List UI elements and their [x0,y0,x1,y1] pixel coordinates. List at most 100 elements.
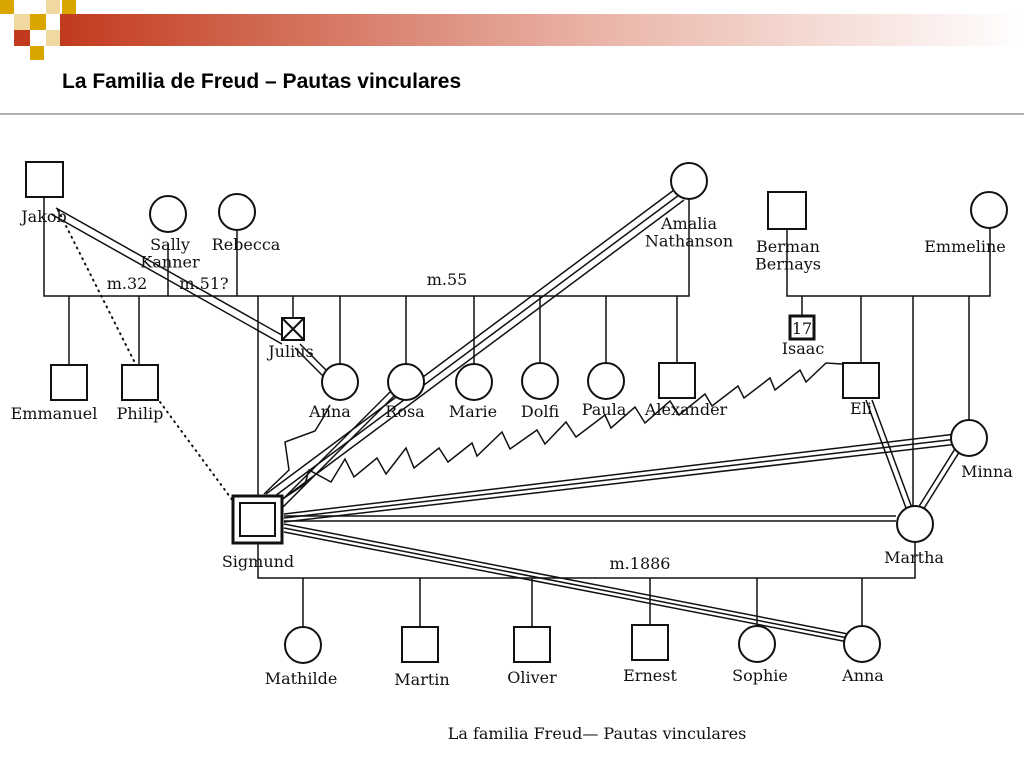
logo-square-1 [0,0,14,14]
marriage-line-bernays [786,228,991,297]
label-paula: Paula [582,400,627,419]
label-marie: Marie [449,402,497,421]
isaac-age-mark: 17 [792,319,812,338]
label-m1886: m.1886 [610,554,671,573]
conflict-line-sigmund-eli [280,362,843,501]
label-isaac: Isaac [782,339,825,358]
male-deceased-symbol-isaac: 17 [788,314,816,341]
very-close-line-sigmund-amalia-c [275,199,685,505]
very-close-line-sigmund-minna-b [283,438,958,519]
female-symbol-anna-daughter [843,625,881,663]
close-line-sigmund-rosa-b [279,393,397,511]
label-mathilde: Mathilde [265,669,338,688]
conflict-lines [263,362,843,501]
label-anna-daughter: Anna [841,666,884,685]
person-symbols [25,161,1008,664]
close-line-jakob-julius-a [55,207,288,339]
distant-line-philip-sigmund [159,401,237,506]
female-symbol-paula [587,362,625,400]
conflict-line-sigmund-anna [263,404,331,495]
slide-title: La Familia de Freud – Pautas vinculares [62,70,462,93]
close-line-jakob-julius-b [50,213,283,345]
close-line-julius-anna-a [299,343,329,373]
very-close-line-sigmund-minna-c [283,443,959,523]
female-symbol-rebecca [218,193,256,231]
close-line-sigmund-rosa-a [275,389,393,507]
very-close-line-sigmund-amalia-b [270,194,680,500]
slide-header-decoration [0,0,1024,60]
female-symbol-sophie [738,625,776,663]
male-symbol-jakob [25,161,64,198]
index-person-symbol-sigmund [231,494,284,545]
label-anna-sister: Anna [308,402,351,421]
logo-square-7 [30,46,44,60]
label-minna: Minna [961,462,1013,481]
very-close-line-martha-minna-b [922,445,964,511]
label-ernest: Ernest [623,666,677,685]
label-sigmund: Sigmund [222,552,294,571]
male-symbol-ernest [631,624,669,661]
label-m51: m.51? [179,274,228,293]
label-alexander: Alexander [644,400,728,419]
marriage-line-jakob-amalia [43,198,690,297]
female-symbol-dolfi [521,362,559,400]
female-symbol-marie [455,363,493,401]
female-symbol-mathilde [284,626,322,664]
male-symbol-eli [842,362,880,399]
logo-square-8 [46,30,60,46]
male-symbol-oliver [513,626,551,663]
distant-line-jakob-philip [57,209,136,364]
label-martha: Martha [884,548,944,567]
female-symbol-martha [896,505,934,543]
distant-lines [57,209,237,506]
male-symbol-emmanuel [50,364,88,401]
label-sophie: Sophie [732,666,788,685]
label-rosa: Rosa [385,402,425,421]
logo-square-2 [14,14,30,30]
very-close-line-eli-martha-a [865,399,907,509]
diagram-caption: La familia Freud— Pautas vinculares [448,724,747,743]
label-dolfi: Dolfi [521,402,560,421]
female-symbol-rosa [387,363,425,401]
logo-square-4 [46,0,60,14]
label-emmanuel: Emmanuel [11,404,98,423]
logo-square-6 [14,30,30,46]
very-close-line-sigmund-minna-a [283,433,957,515]
very-close-line-sigmund-anna-c [283,531,849,643]
logo-square-3 [30,14,46,30]
very-close-line-martha-minna-a [917,443,959,509]
label-rebecca: Rebecca [212,235,281,254]
label-oliver: Oliver [507,668,557,687]
female-symbol-emmeline [970,191,1008,229]
very-close-line-sigmund-amalia-a [265,189,675,495]
label-emmeline: Emmeline [924,237,1006,256]
male-symbol-alexander [658,362,696,399]
female-symbol-minna [950,419,988,457]
label-julius: Julius [266,342,313,361]
label-eli: Eli [850,399,872,418]
logo-square-5 [62,0,76,14]
male-symbol-berman [767,191,807,230]
male-symbol-martin [401,626,439,663]
female-symbol-amalia [670,162,708,200]
header-band [60,14,1024,46]
very-close-line-sigmund-anna-a [283,523,849,635]
relationship-lines [50,189,964,643]
very-close-line-sigmund-anna-b [283,527,849,639]
label-m32: m.32 [107,274,148,293]
label-m55: m.55 [427,270,468,289]
close-line-julius-anna-b [294,347,324,377]
very-close-line-eli-martha-b [871,399,913,509]
male-symbol-philip [121,364,159,401]
label-jakob: Jakob [19,207,67,226]
male-deceased-symbol-julius [281,317,305,341]
marriage-line-sigmund-martha [257,540,916,579]
label-philip: Philip [117,404,164,423]
female-symbol-sally [149,195,187,233]
female-symbol-anna-sister [321,363,359,401]
label-martin: Martin [394,670,449,689]
